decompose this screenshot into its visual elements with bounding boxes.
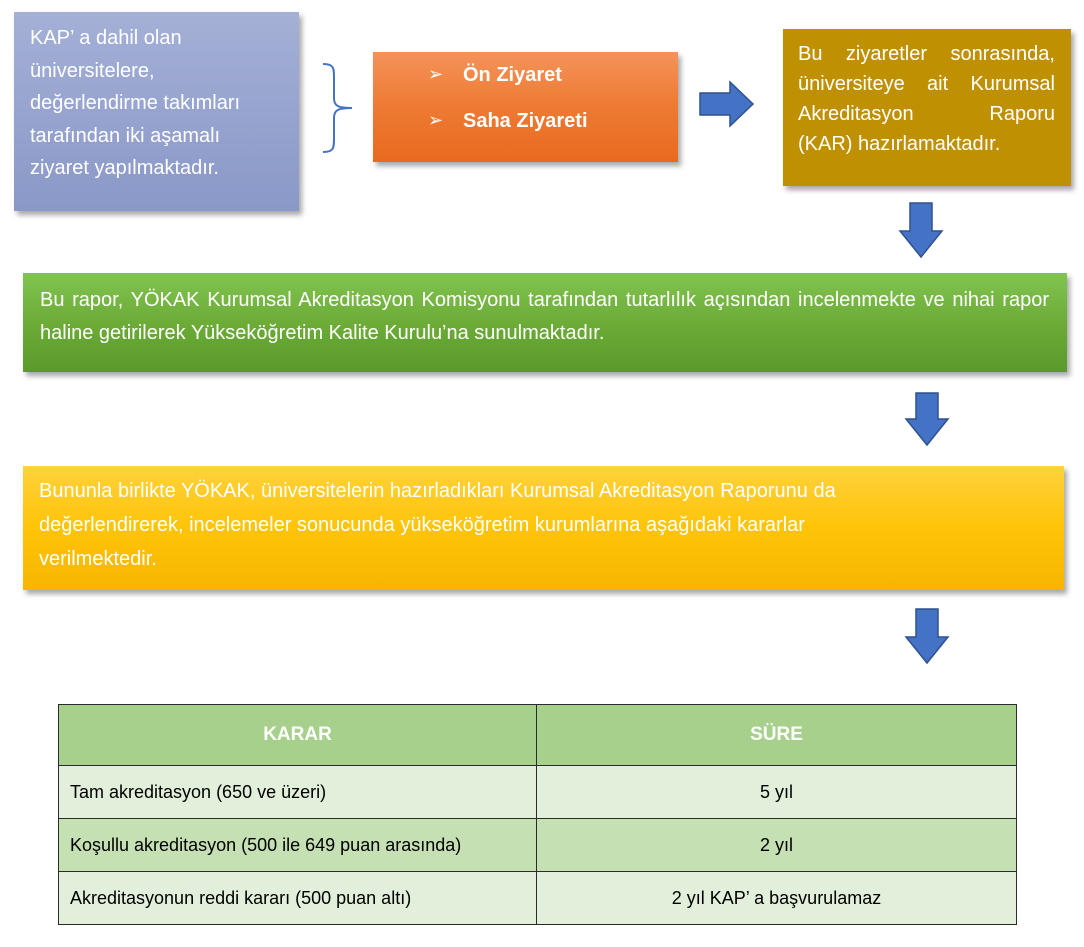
duration-cell: 5 yıl	[536, 765, 1017, 819]
visit-label: Saha Ziyareti	[463, 110, 588, 132]
right-arrow-icon	[699, 80, 755, 128]
table-row: Tam akreditasyon (650 ve üzeri) 5 yıl	[58, 765, 1017, 819]
decision-table: KARAR SÜRE Tam akreditasyon (650 ve üzer…	[58, 704, 1017, 925]
table-row: Akreditasyonun reddi kararı (500 puan al…	[58, 871, 1017, 925]
intro-line: ziyaret yapılmaktadır.	[30, 157, 219, 179]
commission-review-text: Bu rapor, YÖKAK Kurumsal Akreditasyon Ko…	[40, 289, 1049, 344]
table-row: Koşullu akreditasyon (500 ile 649 puan a…	[58, 818, 1017, 872]
yokak-decision-line: Bununla birlikte YÖKAK, üniversitelerin …	[39, 480, 836, 502]
duration-cell: 2 yıl KAP’ a başvurulamaz	[536, 871, 1017, 925]
visit-label: Ön Ziyaret	[463, 64, 562, 86]
intro-line: değerlendirme takımları	[30, 92, 241, 114]
intro-line: üniversitelere,	[30, 59, 155, 82]
down-arrow-icon	[898, 202, 944, 259]
arrow-bullet-icon: ➢	[428, 64, 444, 84]
intro-line: KAP’ a dahil olan	[30, 27, 182, 49]
curly-brace-icon	[322, 63, 353, 153]
kar-line: (KAR) hazırlamaktadır.	[798, 133, 1001, 155]
kar-line: Bu ziyaretler sonrasında,	[798, 43, 1055, 65]
yokak-decision-line: verilmektedir.	[39, 548, 157, 570]
decision-cell: Koşullu akreditasyon (500 ile 649 puan a…	[58, 818, 537, 872]
down-arrow-icon	[904, 392, 950, 447]
kar-line: Akreditasyon Raporu	[798, 103, 1055, 125]
yokak-decision-line: değerlendirerek, incelemeler sonucunda y…	[39, 514, 805, 536]
header-sure: SÜRE	[536, 704, 1017, 766]
arrow-bullet-icon: ➢	[428, 110, 444, 130]
down-arrow-icon	[904, 608, 950, 665]
decision-cell: Akreditasyonun reddi kararı (500 puan al…	[58, 871, 537, 925]
kar-line: üniversiteye ait Kurumsal	[798, 73, 1055, 95]
table-header-row: KARAR SÜRE	[58, 704, 1017, 766]
yokak-decision-box: Bununla birlikte YÖKAK, üniversitelerin …	[23, 466, 1064, 590]
visits-box: ➢ Ön Ziyaret ➢ Saha Ziyareti	[373, 52, 678, 162]
header-karar: KARAR	[58, 704, 537, 766]
commission-review-box: Bu rapor, YÖKAK Kurumsal Akreditasyon Ko…	[23, 273, 1067, 372]
intro-box: KAP’ a dahil olan üniversitelere, değerl…	[14, 12, 299, 211]
decision-cell: Tam akreditasyon (650 ve üzeri)	[58, 765, 537, 819]
duration-cell: 2 yıl	[536, 818, 1017, 872]
kar-box: Bu ziyaretler sonrasında, üniversiteye a…	[783, 29, 1071, 186]
intro-line: tarafından iki aşamalı	[30, 124, 221, 147]
